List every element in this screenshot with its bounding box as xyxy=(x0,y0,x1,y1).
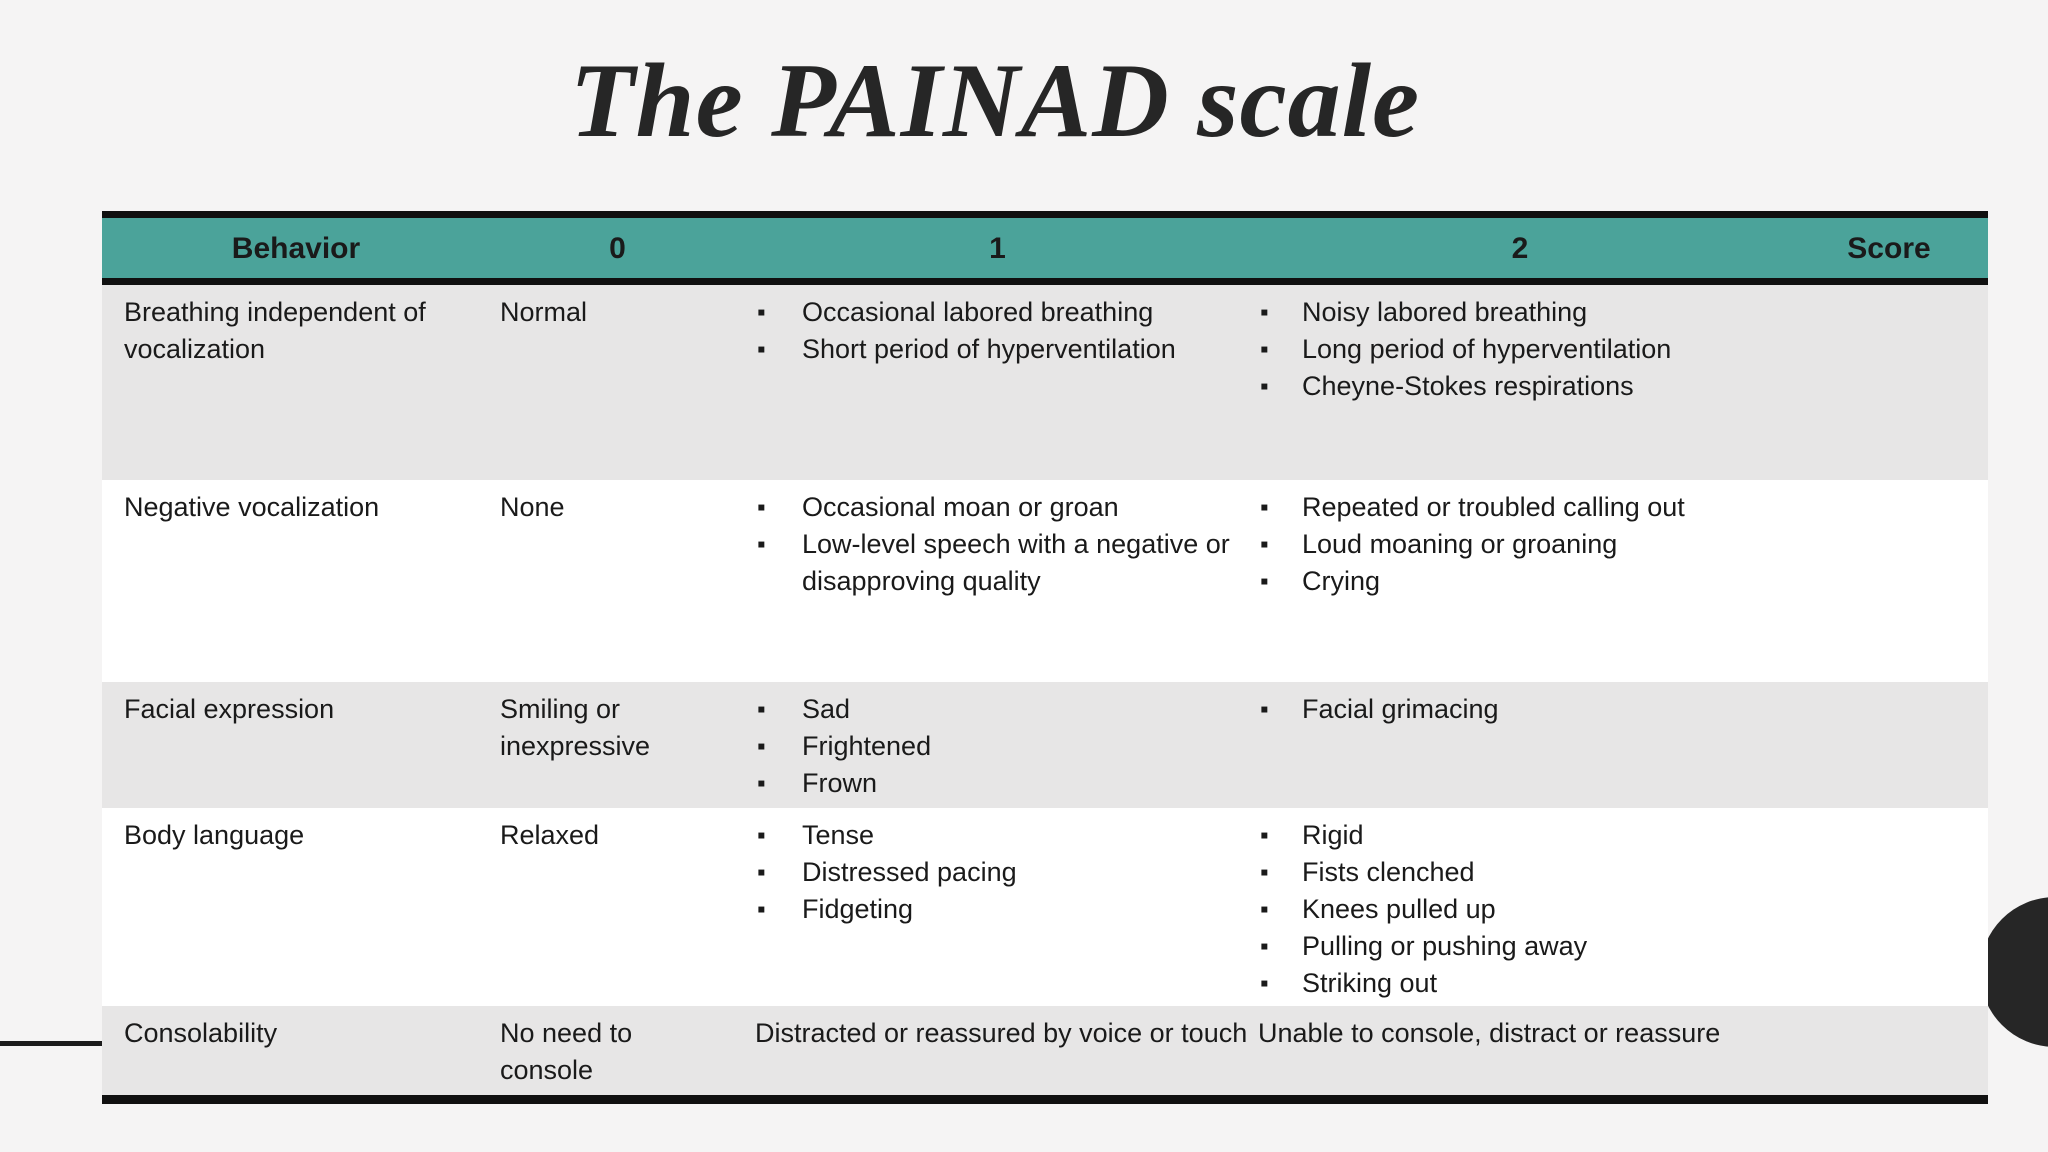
bullet-icon: ▪ xyxy=(1260,568,1269,595)
bullet-icon: ▪ xyxy=(1260,970,1269,997)
table-header-row: Behavior 0 1 2 Score xyxy=(102,218,1988,285)
score-1-cell: ▪ Occasional labored breathing ▪ Short per… xyxy=(745,285,1250,480)
bullet-icon: ▪ xyxy=(757,770,766,797)
list-item: Distressed pacing xyxy=(802,857,1017,887)
bullet-icon: ▪ xyxy=(757,299,766,326)
decorative-line xyxy=(0,1041,103,1046)
list-item: Long period of hyperventilation xyxy=(1302,334,1672,364)
list-item: Crying xyxy=(1302,566,1381,596)
score-2-cell: ▪ Repeated or troubled calling out ▪ Loud … xyxy=(1250,480,1790,682)
header-score-1: 1 xyxy=(989,231,1006,265)
bullet-icon: ▪ xyxy=(1260,822,1269,849)
score-0-cell: Relaxed xyxy=(500,820,600,850)
bullet-icon: ▪ xyxy=(757,696,766,723)
slide-title: The PAINAD scale xyxy=(569,42,1421,159)
list-item: Knees pulled up xyxy=(1302,894,1496,924)
score-2-cell: Unable to console, distract or reassure xyxy=(1258,1018,1721,1048)
list-item: Striking out xyxy=(1302,968,1438,998)
bullet-icon: ▪ xyxy=(1260,373,1269,400)
header-behavior: Behavior xyxy=(231,231,361,265)
behavior-cell: Consolability xyxy=(124,1018,278,1048)
bullet-icon: ▪ xyxy=(757,822,766,849)
bullet-icon: ▪ xyxy=(757,336,766,363)
score-2-cell: ▪ Facial grimacing xyxy=(1250,682,1790,808)
list-item: Occasional labored breathing xyxy=(802,297,1154,327)
bullet-icon: ▪ xyxy=(1260,696,1269,723)
list-item: Tense xyxy=(802,820,875,850)
behavior-cell: Breathing independent of vocalization xyxy=(124,297,426,364)
decorative-circle xyxy=(1980,897,2048,1047)
bullet-icon: ▪ xyxy=(757,859,766,886)
list-item: Loud moaning or groaning xyxy=(1302,529,1618,559)
score-0-cell: None xyxy=(500,492,565,522)
table-row-facial-expression: Facial expression Smiling or inexpressiv… xyxy=(102,682,1988,808)
score-cell xyxy=(1790,808,1988,1006)
table-row-body-language: Body language Relaxed ▪ Tense ▪ Distressed… xyxy=(102,808,1988,1006)
list-item: Noisy labored breathing xyxy=(1302,297,1588,327)
header-score: Score xyxy=(1847,231,1931,265)
score-0-cell: Smiling or inexpressive xyxy=(500,694,651,761)
score-1-cell: ▪ Tense ▪ Distressed pacing ▪ Fidgeting xyxy=(745,808,1250,1006)
list-item: Frightened xyxy=(802,731,932,761)
score-2-cell: ▪ Noisy labored breathing ▪ Long period of… xyxy=(1250,285,1790,480)
list-item: Occasional moan or groan xyxy=(802,492,1119,522)
list-item: Pulling or pushing away xyxy=(1302,931,1588,961)
bullet-icon: ▪ xyxy=(1260,494,1269,521)
behavior-cell: Body language xyxy=(124,820,305,850)
bullet-icon: ▪ xyxy=(1260,859,1269,886)
list-item: Rigid xyxy=(1302,820,1364,850)
table-row-breathing: Breathing independent of vocalization No… xyxy=(102,285,1988,480)
bullet-icon: ▪ xyxy=(1260,336,1269,363)
bullet-icon: ▪ xyxy=(1260,933,1269,960)
score-0-cell: Normal xyxy=(500,297,588,327)
bullet-icon: ▪ xyxy=(757,531,766,558)
bullet-icon: ▪ xyxy=(1260,299,1269,326)
score-cell xyxy=(1790,682,1988,808)
bullet-icon: ▪ xyxy=(757,494,766,521)
bullet-icon: ▪ xyxy=(1260,531,1269,558)
list-item: Low-level speech with a negative or disa… xyxy=(802,529,1230,596)
table-row-consolability: Consolability No need to console Distrac… xyxy=(102,1006,1988,1095)
header-score-0: 0 xyxy=(609,231,626,265)
list-item: Sad xyxy=(802,694,851,724)
list-item: Cheyne-Stokes respirations xyxy=(1302,371,1634,401)
table-row-negative-vocalization: Negative vocalization None ▪ Occasional m… xyxy=(102,480,1988,682)
painad-table: Behavior 0 1 2 Score Breathing independe… xyxy=(102,211,1988,1104)
list-item: Repeated or troubled calling out xyxy=(1302,492,1685,522)
score-1-cell: ▪ Occasional moan or groan ▪ Low-level spe… xyxy=(745,480,1250,682)
list-item: Fidgeting xyxy=(802,894,914,924)
behavior-cell: Negative vocalization xyxy=(124,492,380,522)
list-item: Short period of hyperventilation xyxy=(802,334,1176,364)
score-1-cell: Distracted or reassured by voice or touc… xyxy=(755,1018,1248,1048)
bullet-icon: ▪ xyxy=(757,733,766,760)
score-cell xyxy=(1790,480,1988,682)
score-0-cell: No need to console xyxy=(500,1018,633,1085)
header-score-2: 2 xyxy=(1511,231,1529,265)
score-cell xyxy=(1790,285,1988,480)
score-1-cell: ▪ Sad ▪ Frightened ▪ Frown xyxy=(745,682,1250,808)
score-2-cell: ▪Rigid ▪Fists clenched ▪Knees pulled up … xyxy=(1250,808,1790,1006)
bullet-icon: ▪ xyxy=(757,896,766,923)
behavior-cell: Facial expression xyxy=(124,694,335,724)
list-item: Fists clenched xyxy=(1302,857,1475,887)
list-item: Frown xyxy=(802,768,878,798)
list-item: Facial grimacing xyxy=(1302,694,1499,724)
bullet-icon: ▪ xyxy=(1260,896,1269,923)
score-cell xyxy=(1790,1006,1988,1095)
